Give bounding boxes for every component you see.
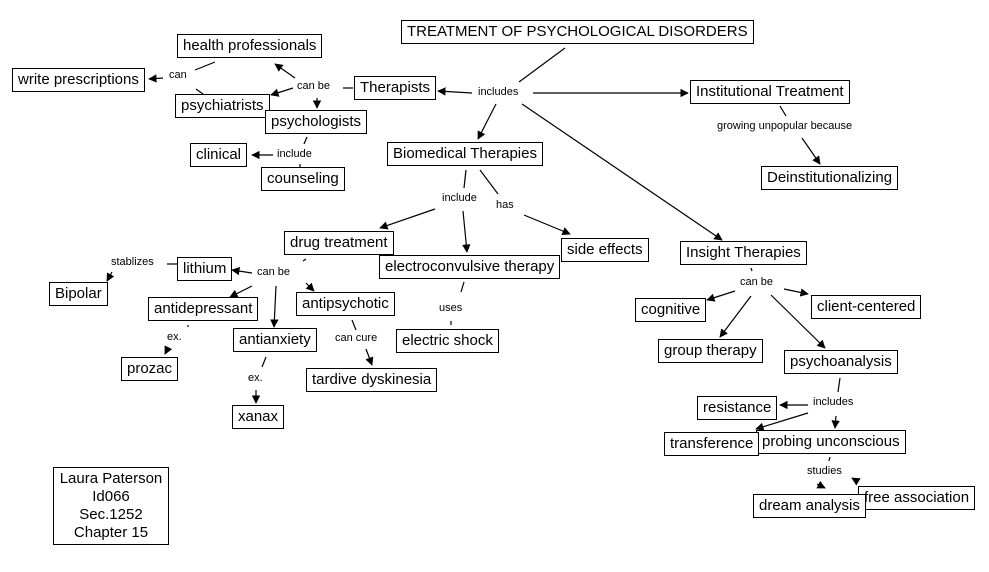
node-psychologists[interactable]: psychologists [265,110,368,134]
edge-includes-insight [521,103,723,241]
edge-cancure-tardive [365,348,374,366]
edge-ect-uses [460,281,465,293]
node-probing-unconscious[interactable]: probing unconscious [756,430,906,454]
node-electroconvulsive-therapy[interactable]: electroconvulsive therapy [379,255,561,279]
edge-includes-biomedical [477,103,497,140]
link-ex-xanax[interactable]: ex. [247,372,264,385]
edge-health-can [194,61,216,71]
node-write-prescriptions[interactable]: write prescriptions [12,68,145,92]
edge-canbe-lithium [231,266,253,276]
node-group-therapy[interactable]: group therapy [658,339,763,363]
node-cognitive[interactable]: cognitive [635,298,707,322]
edge-has-side [523,214,571,235]
edge-insight-canbe [750,267,753,272]
edge-probing-studies [828,456,831,462]
node-biomedical-therapies[interactable]: Biomedical Therapies [387,142,543,166]
node-institutional-treatment[interactable]: Institutional Treatment [690,80,850,104]
node-counseling[interactable]: counseling [261,167,345,191]
node-root[interactable]: TREATMENT OF PSYCHOLOGICAL DISORDERS [401,20,754,44]
edge-includes-therapists [437,87,473,96]
link-include-biomedical[interactable]: include [441,192,478,205]
edge-includes-transference [755,412,809,431]
edge-root-includes [518,47,566,83]
link-can-be-insight[interactable]: can be [739,276,775,289]
edge-drug-canbe [302,258,307,262]
edge-psychologists-include [303,136,308,145]
edge-canbe-psychoanalysis [770,294,826,349]
edge-ex-prozac [164,345,173,355]
edge-can-write [148,74,164,83]
link-has-biomedical[interactable]: has [495,199,515,212]
node-prozac[interactable]: prozac [121,357,179,381]
node-lithium[interactable]: lithium [177,257,233,281]
author-id: Id066 [92,488,130,505]
link-includes-psychoanalysis[interactable]: includes [812,396,855,409]
link-includes-root[interactable]: includes [477,86,520,99]
node-free-association[interactable]: free association [858,486,976,510]
node-side-effects[interactable]: side effects [561,238,649,262]
node-clinical[interactable]: clinical [190,143,248,167]
node-transference[interactable]: transference [664,432,760,456]
edge-studies-free [851,477,861,486]
author-section: Sec.1252 [79,506,143,523]
link-can-be-therapists[interactable]: can be [296,80,332,93]
node-xanax[interactable]: xanax [232,405,285,429]
node-antipsychotic[interactable]: antipsychotic [296,292,395,316]
node-resistance[interactable]: resistance [697,396,778,420]
edge-psychiatrists-can [195,88,204,95]
edge-includes-probing [831,415,840,429]
edge-stablizes-bipolar [106,271,115,282]
node-insight-therapies[interactable]: Insight Therapies [680,241,807,265]
link-can-be-drugs[interactable]: can be [256,266,292,279]
edge-canbe-psychiatrists [270,87,294,97]
edge-institutional-label [779,105,787,117]
link-ex-prozac[interactable]: ex. [166,331,183,344]
edge-psychoanalysis-includes [837,377,841,393]
edge-antipsychotic-cancure [351,319,357,331]
edge-biomedical-include [463,169,467,189]
node-tardive-dyskinesia[interactable]: tardive dyskinesia [306,368,438,392]
node-health-professionals[interactable]: health professionals [177,34,323,58]
edge-include-drug [379,208,436,230]
node-antidepressant[interactable]: antidepressant [148,297,259,321]
node-drug-treatment[interactable]: drug treatment [284,231,394,255]
edge-biomedical-has [479,169,499,195]
edge-include-ect [462,210,471,253]
node-bipolar[interactable]: Bipolar [49,282,108,306]
link-uses[interactable]: uses [438,302,464,315]
edge-canbe-cognitive [706,290,736,302]
node-therapists[interactable]: Therapists [354,76,437,100]
edge-canbe-antianxiety [270,285,279,328]
node-psychiatrists[interactable]: psychiatrists [175,94,270,118]
link-growing-unpopular[interactable]: growing unpopular because [716,120,854,133]
link-stablizes[interactable]: stablizes [110,256,155,269]
node-electric-shock[interactable]: electric shock [396,329,499,353]
node-client-centered[interactable]: client-centered [811,295,922,319]
link-can-cure[interactable]: can cure [334,332,379,345]
node-antianxiety[interactable]: antianxiety [233,328,317,352]
node-dream-analysis[interactable]: dream analysis [753,494,866,518]
link-can-health[interactable]: can [168,69,188,82]
node-deinstitutionalizing[interactable]: Deinstitutionalizing [761,166,899,190]
edge-canbe-antipsychotic [305,282,315,292]
edge-canbe-group [719,295,752,338]
edge-label-deinstitutionalizing [801,137,821,165]
author-info-box: Laura Paterson Id066 Sec.1252 Chapter 15 [53,467,169,545]
edge-studies-dream [816,480,826,489]
author-name: Laura Paterson [59,470,163,487]
edge-canbe-health [274,63,296,79]
link-studies[interactable]: studies [806,465,843,478]
link-include-psychologists[interactable]: include [276,148,313,161]
edge-canbe-antidepressant [229,285,253,298]
edge-canbe-client [783,288,809,297]
node-psychoanalysis[interactable]: psychoanalysis [784,350,898,374]
edge-antianxiety-ex [261,356,267,368]
author-chapter: Chapter 15 [73,524,149,541]
